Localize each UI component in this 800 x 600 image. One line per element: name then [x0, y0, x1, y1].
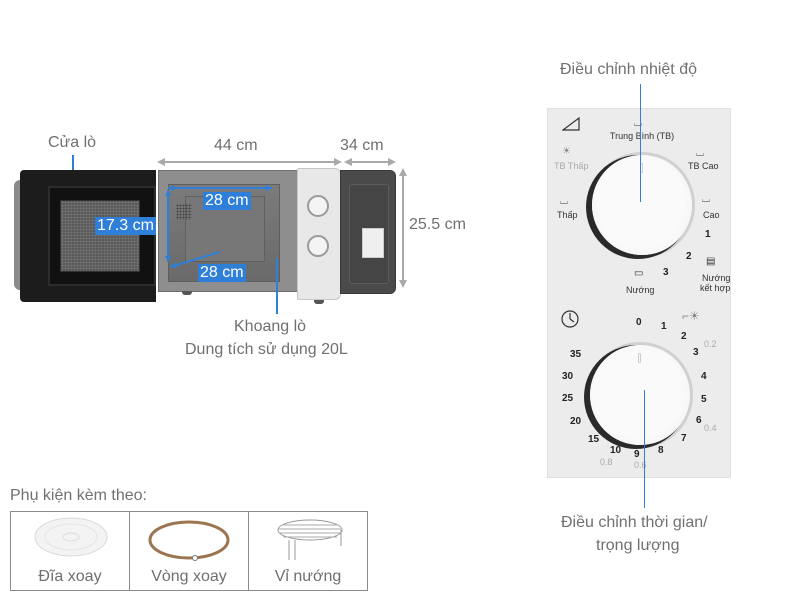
temperature-knob[interactable]: [592, 155, 692, 255]
accessory-label: Vòng xoay: [151, 568, 227, 585]
knob-indicator: [638, 353, 641, 363]
weight-mark-0-2: 0.2: [704, 339, 717, 349]
combo-level-3: 3: [663, 267, 669, 278]
timer-caption-line1: Điều chỉnh thời gian/: [561, 514, 708, 531]
arrow-right-icon: [334, 158, 342, 166]
width-dimension-line: [162, 161, 338, 163]
combo-level-1: 1: [705, 229, 711, 240]
cavity-title: Khoang lò: [234, 318, 307, 335]
roller-ring-icon: [148, 520, 230, 561]
control-panel-thumb: [297, 168, 341, 300]
power-ramp-icon: [562, 117, 580, 131]
timer-caption-line2: trọng lượng: [596, 537, 680, 554]
temperature-leader-line: [640, 84, 641, 202]
timer-mark-8: 8: [658, 445, 664, 456]
timer-mark-7: 7: [681, 433, 687, 444]
power-high-label: Cao: [703, 210, 720, 220]
spec-sticker: [362, 228, 384, 258]
weight-mark-0-4: 0.4: [704, 423, 717, 433]
accessory-label: Vỉ nướng: [274, 568, 342, 585]
accessories-table: Đĩa xoay Vòng xoay Vỉ nướng: [10, 511, 368, 591]
accessory-item: Vòng xoay: [130, 512, 249, 590]
door-label: Cửa lò: [48, 134, 97, 151]
accessories-title: Phụ kiện kèm theo:: [10, 487, 147, 504]
weight-mark-0-6: 0.6: [634, 460, 647, 470]
cavity-capacity: Dung tích sử dụng 20L: [185, 341, 348, 358]
timer-leader-line: [644, 390, 645, 508]
depth-dimension-line: [348, 161, 390, 163]
weight-defrost-icon: ⌐☀: [682, 309, 700, 323]
timer-mark-20: 20: [570, 416, 582, 427]
timer-mark-6: 6: [696, 415, 702, 426]
defrost-icon: ☀: [562, 146, 571, 157]
medium-power-icon: ⌴: [634, 118, 642, 129]
grill-icon: ▭: [634, 268, 644, 279]
arrow-left-icon: [157, 158, 165, 166]
power-combo-label-2: kết hợp: [700, 283, 731, 293]
power-medium-label: Trung Bình (TB): [609, 131, 675, 141]
arrow-left-icon: [344, 158, 352, 166]
combo-grill-icon: ▤: [706, 256, 716, 267]
arrow-down-icon: [399, 280, 407, 288]
combo-level-2: 2: [686, 251, 692, 262]
height-dimension-line: [402, 172, 404, 284]
depth-dimension-label: 34 cm: [340, 137, 384, 154]
medium-high-power-icon: ⌴: [696, 148, 704, 159]
timer-knob[interactable]: [590, 345, 690, 445]
power-medium-high-label: TB Cao: [688, 161, 719, 171]
timer-mark-4: 4: [701, 371, 707, 382]
cavity-vent: [176, 204, 192, 220]
timer-mark-2: 2: [681, 331, 687, 342]
accessory-item: Đĩa xoay: [11, 512, 130, 590]
timer-knob-thumb: [307, 235, 329, 257]
accessory-label: Đĩa xoay: [38, 568, 102, 585]
timer-mark-15: 15: [588, 434, 600, 445]
cavity-depth-tag: 28 cm: [198, 264, 246, 282]
arrow-right-icon: [388, 158, 396, 166]
timer-mark-1: 1: [661, 321, 667, 332]
timer-mark-0: 0: [636, 317, 642, 328]
door-leader-line: [72, 155, 74, 177]
timer-mark-10: 10: [610, 445, 622, 456]
temperature-caption: Điều chỉnh nhiệt độ: [560, 61, 697, 78]
power-combo-label-1: Nướng: [702, 273, 731, 283]
door-window-mesh: [60, 200, 140, 272]
power-low-label: Thấp: [557, 210, 578, 220]
power-medium-low-label: TB Thấp: [554, 161, 589, 171]
control-panel: ⌴ Trung Bình (TB) ☀ TB Thấp ⌴ TB Cao ⌴ T…: [547, 108, 731, 478]
timer-mark-9: 9: [634, 449, 640, 460]
height-dimension-label: 25.5 cm: [409, 216, 466, 233]
weight-mark-0-8: 0.8: [600, 457, 613, 467]
cavity-leader-line: [276, 258, 278, 314]
timer-mark-3: 3: [693, 347, 699, 358]
low-power-icon: ⌴: [560, 196, 568, 207]
timer-mark-30: 30: [562, 371, 574, 382]
foot: [314, 300, 324, 304]
foot: [182, 291, 192, 295]
width-dimension-label: 44 cm: [214, 137, 258, 154]
accessory-item: Vỉ nướng: [249, 512, 367, 590]
grill-rack-icon: [277, 519, 343, 560]
timer-mark-25: 25: [562, 393, 574, 404]
temperature-knob-thumb: [307, 195, 329, 217]
arrow-up-icon: [399, 168, 407, 176]
timer-mark-35: 35: [570, 349, 582, 360]
clock-icon: [561, 310, 579, 328]
cavity-height-tag: 17.3 cm: [95, 217, 156, 235]
power-grill-label: Nướng: [626, 285, 655, 295]
cavity-dimension-arrows: [165, 185, 272, 268]
high-power-icon: ⌴: [702, 194, 710, 205]
cavity-width-tag: 28 cm: [203, 192, 251, 210]
turntable-plate-icon: [34, 517, 108, 557]
timer-mark-5: 5: [701, 394, 707, 405]
